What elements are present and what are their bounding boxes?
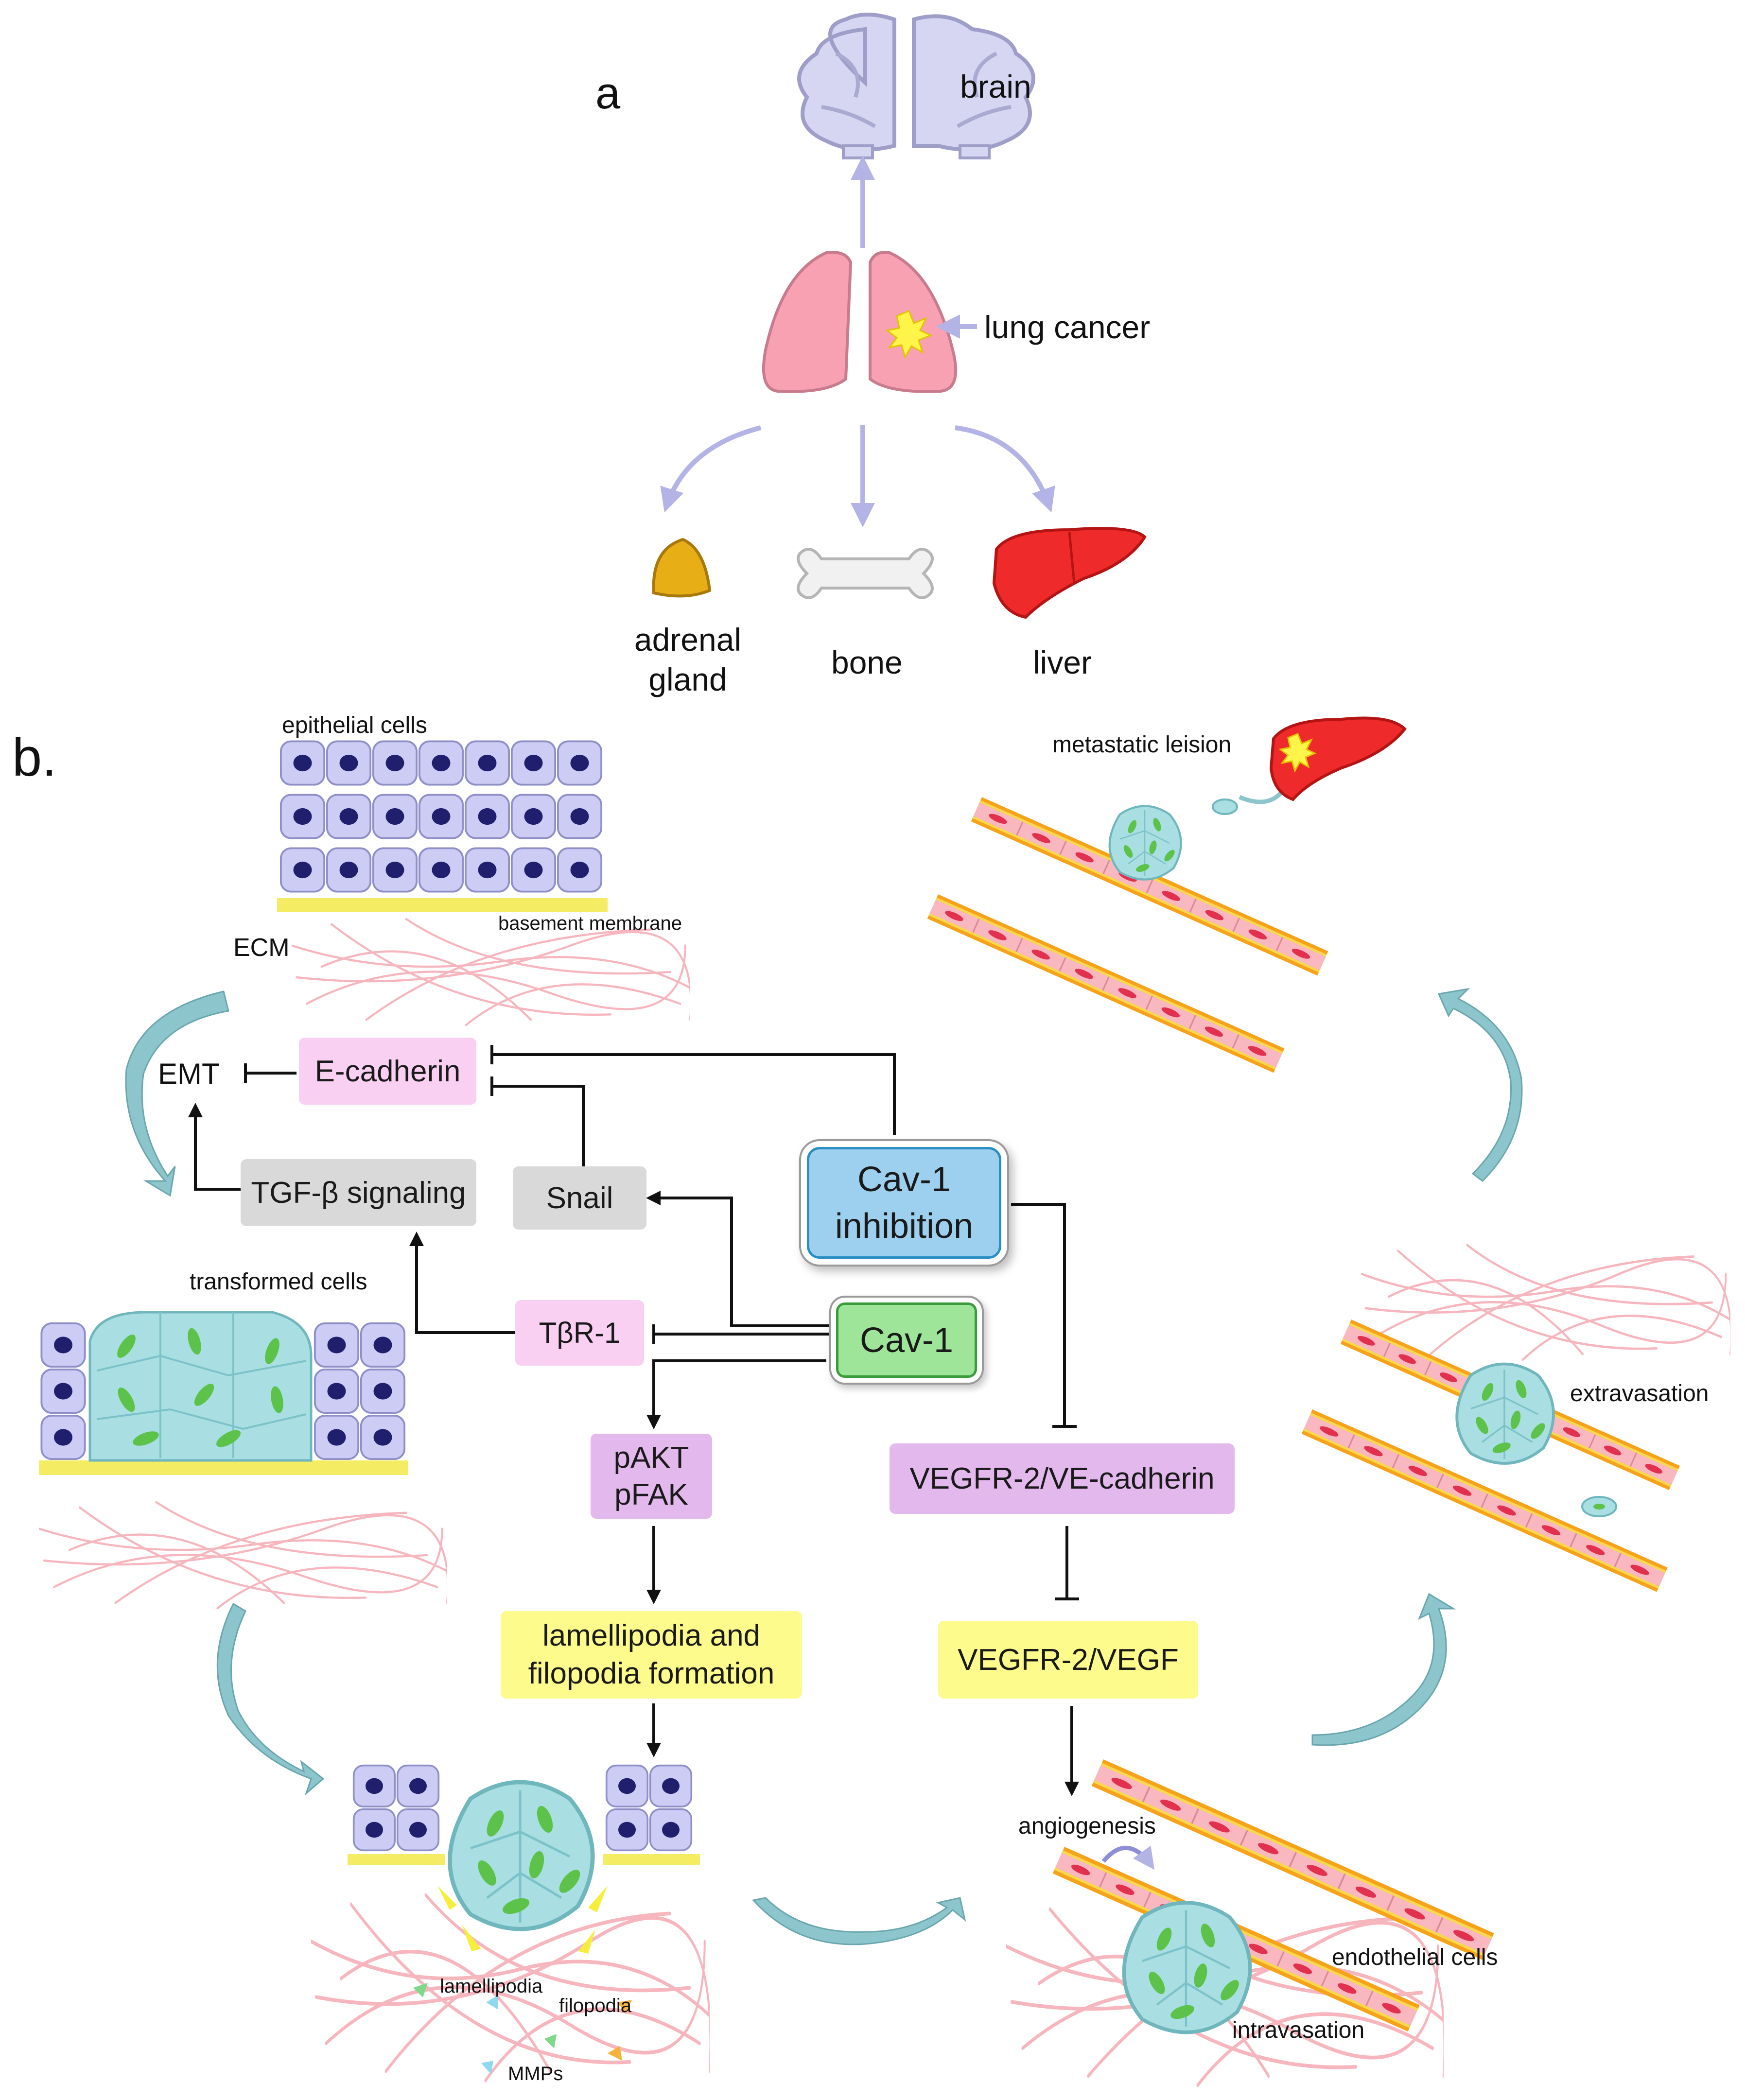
metastatic-lesion-illustration [927,716,1407,1073]
cav1-box: Cav-1 [836,1302,977,1378]
endothelial-cells-label: endothelial cells [1332,1944,1498,1970]
pakt-pfak-box: pAKT pFAK [591,1434,712,1519]
emt-label: EMT [158,1058,220,1090]
lamellipodia-label: lamellipodia [440,1976,543,1997]
cycle-arrows [125,988,1523,1945]
panel-a-label: a [595,69,621,118]
lamellipodia-formation-box: lamellipodia and filopodia formation [501,1611,802,1699]
tgf-beta-signaling-box: TGF-β signaling [241,1159,476,1226]
angiogenesis-label: angiogenesis [1018,1813,1156,1839]
cav1-inhibition-box: Cav-1 inhibition [807,1147,1001,1259]
intravasation-label: intravasation [1232,2017,1365,2043]
angiogenesis-arrow [1101,1845,1155,1870]
transformed-cells-illustration [39,1311,448,1608]
bone-label: bone [831,644,903,680]
ecm-label: ECM [233,934,290,962]
pathway-connectors [188,1045,1079,1796]
brain-label: brain [960,69,1031,104]
arrow-lung-to-adrenal [660,425,762,513]
mmps-label: MMPs [508,2063,563,2084]
metastatic-lesion-label: metastatic leision [1052,732,1232,758]
tumor-star-icon [885,310,933,359]
adrenal-gland-icon [652,538,712,598]
arrow-lung-to-liver [955,425,1055,513]
snail-box: Snail [513,1166,646,1230]
lungs-icon [762,251,958,393]
panel-b-label: b. [12,728,57,787]
epithelial-cells-label: epithelial cells [282,712,427,738]
filopodia-label: filopodia [559,1995,632,2016]
adrenal-gland-label: adrenal gland [634,622,742,697]
bone-icon [797,548,934,599]
extravasation-label: extravasation [1570,1381,1709,1406]
extravasation-illustration [1301,1245,1731,1592]
liver-lesion-icon [1269,716,1407,801]
transformed-cells-label: transformed cells [190,1269,367,1295]
brain-icon [797,13,1035,159]
tbr1-box: TβR-1 [515,1300,644,1366]
e-cadherin-box: E-cadherin [299,1038,476,1105]
lung-cancer-label: lung cancer [984,309,1151,345]
invasion-illustration [311,1764,710,2081]
vegfr2-ve-cadherin-box: VEGFR-2/VE-cadherin [890,1443,1235,1514]
liver-icon [992,527,1147,619]
vegfr2-vegf-box: VEGFR-2/VEGF [938,1621,1198,1699]
liver-label: liver [1033,644,1092,680]
epithelial-cells-illustration [277,740,691,1025]
basement-membrane-label: basement membrane [498,913,682,934]
intravasation-illustration [1006,1759,1494,2085]
